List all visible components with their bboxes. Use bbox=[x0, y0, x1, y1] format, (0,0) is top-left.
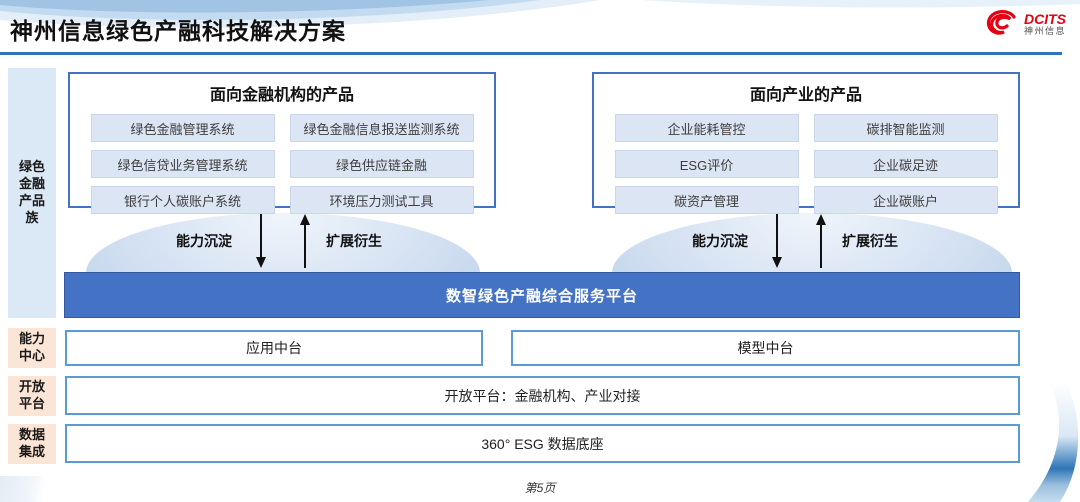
sidebar-item-capability-center: 能力中心 bbox=[8, 328, 56, 368]
sidebar-item-open-platform: 开放平台 bbox=[8, 376, 56, 416]
platform-bar: 数智绿色产融综合服务平台 bbox=[64, 272, 1020, 318]
model-middle-platform-box: 模型中台 bbox=[511, 330, 1020, 366]
product-item: 企业碳账户 bbox=[813, 186, 998, 214]
product-group-title: 面向产业的产品 bbox=[749, 87, 862, 104]
dome-decoration-right bbox=[612, 213, 1012, 272]
sidebar-label: 开放平台 bbox=[18, 379, 45, 411]
logo-brand-chinese: 神州信息 bbox=[1023, 25, 1066, 36]
product-item: 绿色信贷业务管理系统 bbox=[90, 150, 275, 178]
product-item: 碳资产管理 bbox=[614, 186, 799, 214]
extend-derive-label: 扩展衍生 bbox=[326, 233, 382, 249]
product-item: 环境压力测试工具 bbox=[289, 186, 474, 214]
sidebar-item-data-integration: 数据集成 bbox=[8, 424, 56, 464]
extend-derive-label: 扩展衍生 bbox=[842, 233, 898, 249]
product-item: 银行个人碳账户系统 bbox=[90, 186, 275, 214]
title-underline bbox=[0, 52, 1062, 55]
dome-decoration-left bbox=[86, 213, 480, 272]
arrow-group-right: 能力沉淀 扩展衍生 bbox=[692, 212, 898, 270]
product-item: 绿色金融管理系统 bbox=[90, 114, 275, 142]
product-item: 企业能耗管控 bbox=[614, 114, 799, 142]
arrow-group-left: 能力沉淀 扩展衍生 bbox=[176, 212, 382, 270]
product-item: 碳排智能监测 bbox=[813, 114, 998, 142]
product-item: ESG评价 bbox=[614, 150, 799, 178]
product-group-financial-institutions: 面向金融机构的产品 绿色金融管理系统 绿色金融信息报送监测系统 绿色信贷业务管理… bbox=[68, 72, 496, 214]
arrow-up-icon bbox=[300, 214, 310, 268]
logo-brand-name: DCITS bbox=[1023, 10, 1066, 27]
header-swoosh-decoration bbox=[0, 0, 1080, 28]
arrow-down-icon bbox=[772, 214, 782, 268]
product-group-industry: 面向产业的产品 企业能耗管控 碳排智能监测 ESG评价 企业碳足迹 碳资产管理 … bbox=[592, 72, 1020, 214]
sidebar-label: 数据集成 bbox=[18, 427, 45, 459]
product-item: 绿色金融信息报送监测系统 bbox=[289, 114, 474, 142]
logo-text: DCITS 神州信息 bbox=[1024, 12, 1066, 37]
sidebar-label: 能力中心 bbox=[18, 331, 45, 363]
page-number: 第5页 bbox=[524, 481, 556, 495]
application-middle-platform-box: 应用中台 bbox=[65, 330, 483, 366]
dcits-swirl-icon bbox=[986, 10, 1016, 35]
capability-settle-label: 能力沉淀 bbox=[176, 233, 232, 249]
dcits-logo: DCITS 神州信息 bbox=[983, 10, 1066, 38]
page-title: 神州信息绿色产融科技解决方案 bbox=[10, 18, 346, 44]
arrow-down-icon bbox=[256, 214, 266, 268]
esg-data-base-box: 360° ESG 数据底座 bbox=[65, 424, 1020, 463]
bottom-right-swoosh-decoration bbox=[1028, 382, 1079, 502]
open-platform-box: 开放平台：金融机构、产业对接 bbox=[65, 376, 1020, 415]
product-grid: 绿色金融管理系统 绿色金融信息报送监测系统 绿色信贷业务管理系统 绿色供应链金融… bbox=[70, 114, 494, 214]
capability-settle-label: 能力沉淀 bbox=[692, 233, 748, 249]
arrow-up-icon bbox=[816, 214, 826, 268]
bottom-left-swoosh-decoration bbox=[0, 476, 44, 502]
product-item: 绿色供应链金融 bbox=[289, 150, 474, 178]
sidebar-label: 绿色金融产品族 bbox=[18, 159, 45, 225]
product-item: 企业碳足迹 bbox=[813, 150, 998, 178]
product-group-title: 面向金融机构的产品 bbox=[209, 87, 354, 104]
product-grid: 企业能耗管控 碳排智能监测 ESG评价 企业碳足迹 碳资产管理 企业碳账户 bbox=[594, 114, 1018, 214]
sidebar-item-green-finance-family: 绿色金融产品族 bbox=[8, 68, 56, 318]
